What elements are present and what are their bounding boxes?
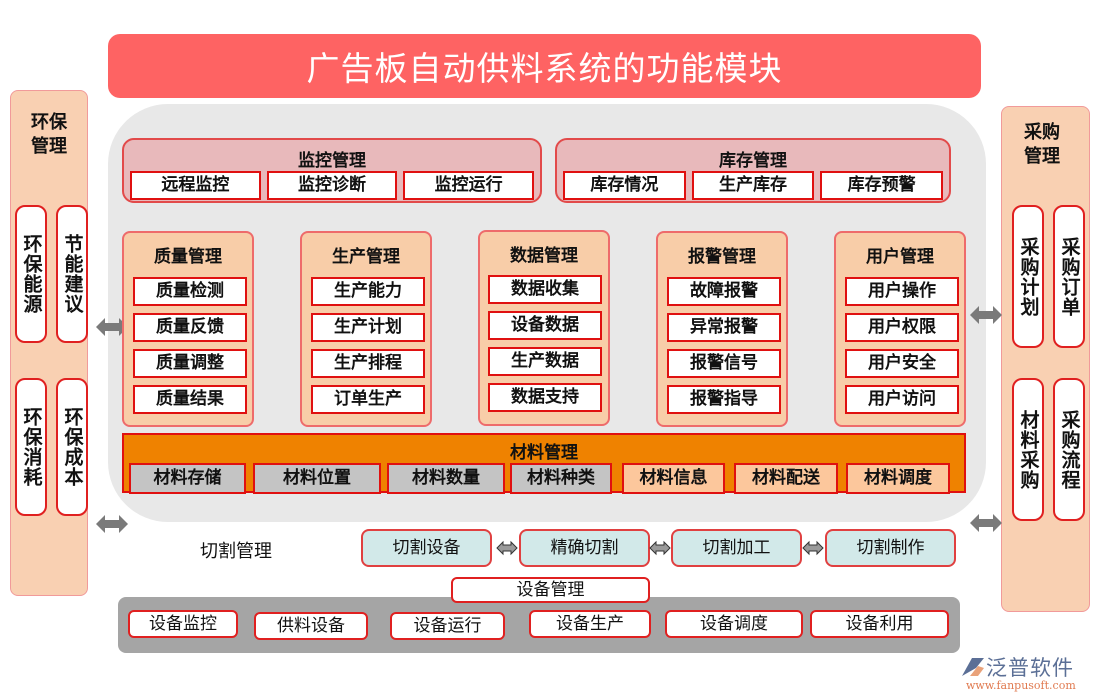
quality-item-inspection[interactable]: 质量检测 [133, 277, 247, 306]
production-management-title: 生产管理 [332, 247, 400, 267]
material-item-delivery[interactable]: 材料配送 [734, 463, 838, 494]
alarm-management-title: 报警管理 [688, 247, 756, 267]
purchase-item-flow[interactable]: 采购流程 [1053, 378, 1085, 521]
purchase-management-title: 采购管理 [1024, 122, 1060, 167]
inventory-management-group: 库存管理 库存情况 生产库存 库存预警 [555, 138, 951, 203]
quality-item-result[interactable]: 质量结果 [133, 385, 247, 414]
env-item-cost[interactable]: 环保成本 [56, 378, 88, 516]
data-item-collection[interactable]: 数据收集 [488, 275, 602, 304]
monitor-item-diagnosis[interactable]: 监控诊断 [266, 171, 398, 200]
cutting-item-processing[interactable]: 切割加工 [671, 529, 802, 567]
production-item-schedule[interactable]: 生产排程 [311, 349, 425, 378]
material-item-type[interactable]: 材料种类 [510, 463, 612, 494]
fanpu-logo-icon [962, 658, 984, 676]
fanpu-logo-name: 泛普软件 [986, 656, 1074, 680]
material-management-bar: 材料管理 材料存储 材料位置 材料数量 材料种类 材料信息 材料配送 材料调度 [122, 433, 966, 494]
monitor-item-remote[interactable]: 远程监控 [130, 171, 261, 200]
user-item-permission[interactable]: 用户权限 [845, 313, 959, 342]
double-arrow-icon [970, 514, 1002, 532]
alarm-item-guidance[interactable]: 报警指导 [667, 385, 781, 414]
data-management-title: 数据管理 [510, 246, 578, 266]
cutting-item-making[interactable]: 切割制作 [825, 529, 956, 567]
diagram-title: 广告板自动供料系统的功能模块 [108, 34, 981, 98]
inventory-item-status[interactable]: 库存情况 [563, 171, 686, 200]
env-item-consumption[interactable]: 环保消耗 [15, 378, 47, 516]
material-item-location[interactable]: 材料位置 [253, 463, 381, 494]
env-item-saving[interactable]: 节能建议 [56, 205, 88, 343]
material-item-storage[interactable]: 材料存储 [129, 463, 246, 494]
production-management-module: 生产管理 生产能力 生产计划 生产排程 订单生产 [300, 231, 432, 427]
cutting-item-equipment[interactable]: 切割设备 [361, 529, 492, 567]
material-item-info[interactable]: 材料信息 [622, 463, 725, 494]
purchase-item-plan[interactable]: 采购计划 [1012, 205, 1044, 348]
purchase-management-panel: 采购管理 [1001, 106, 1090, 612]
alarm-management-module: 报警管理 故障报警 异常报警 报警信号 报警指导 [656, 231, 788, 427]
alarm-item-abnormal[interactable]: 异常报警 [667, 313, 781, 342]
env-management-panel: 环保管理 [10, 90, 88, 596]
equipment-item-utilization[interactable]: 设备利用 [810, 610, 949, 638]
purchase-item-order[interactable]: 采购订单 [1053, 205, 1085, 348]
fanpu-logo-url: www.fanpusoft.com [966, 679, 1076, 692]
user-management-title: 用户管理 [866, 247, 934, 267]
double-arrow-icon [96, 515, 128, 533]
material-management-title: 材料管理 [510, 443, 578, 463]
double-arrow-icon [970, 306, 1002, 324]
double-arrow-icon [496, 540, 518, 556]
data-item-support[interactable]: 数据支持 [488, 383, 602, 412]
alarm-item-signal[interactable]: 报警信号 [667, 349, 781, 378]
user-item-operation[interactable]: 用户操作 [845, 277, 959, 306]
equipment-item-feeding[interactable]: 供料设备 [254, 612, 368, 640]
fanpu-logo: 泛普软件 www.fanpusoft.com [960, 652, 1090, 692]
equipment-item-monitor[interactable]: 设备监控 [128, 610, 238, 638]
production-item-order[interactable]: 订单生产 [311, 385, 425, 414]
production-item-plan[interactable]: 生产计划 [311, 313, 425, 342]
inventory-item-warning[interactable]: 库存预警 [820, 171, 944, 200]
material-item-quantity[interactable]: 材料数量 [387, 463, 505, 494]
double-arrow-icon [96, 318, 128, 336]
quality-management-title: 质量管理 [154, 247, 222, 267]
quality-management-module: 质量管理 质量检测 质量反馈 质量调整 质量结果 [122, 231, 254, 427]
equipment-item-production[interactable]: 设备生产 [529, 610, 651, 638]
quality-item-adjustment[interactable]: 质量调整 [133, 349, 247, 378]
material-item-dispatch[interactable]: 材料调度 [846, 463, 950, 494]
equipment-item-dispatch[interactable]: 设备调度 [665, 610, 803, 638]
purchase-item-material[interactable]: 材料采购 [1012, 378, 1044, 521]
env-item-energy[interactable]: 环保能源 [15, 205, 47, 343]
equipment-item-operation[interactable]: 设备运行 [390, 612, 505, 640]
equipment-management-title: 设备管理 [451, 577, 650, 603]
monitor-management-group: 监控管理 远程监控 监控诊断 监控运行 [122, 138, 542, 203]
user-item-security[interactable]: 用户安全 [845, 349, 959, 378]
production-item-capacity[interactable]: 生产能力 [311, 277, 425, 306]
cutting-item-precision[interactable]: 精确切割 [519, 529, 650, 567]
data-management-module: 数据管理 数据收集 设备数据 生产数据 数据支持 [478, 230, 610, 426]
user-item-access[interactable]: 用户访问 [845, 385, 959, 414]
monitor-management-title: 监控管理 [298, 151, 366, 171]
monitor-item-operation[interactable]: 监控运行 [403, 171, 535, 200]
inventory-management-title: 库存管理 [719, 151, 787, 171]
quality-item-feedback[interactable]: 质量反馈 [133, 313, 247, 342]
user-management-module: 用户管理 用户操作 用户权限 用户安全 用户访问 [834, 231, 966, 427]
alarm-item-fault[interactable]: 故障报警 [667, 277, 781, 306]
cutting-management-title: 切割管理 [200, 541, 272, 562]
data-item-equipment[interactable]: 设备数据 [488, 311, 602, 340]
env-management-title: 环保管理 [31, 112, 67, 157]
double-arrow-icon [802, 540, 824, 556]
data-item-production[interactable]: 生产数据 [488, 347, 602, 376]
double-arrow-icon [649, 540, 671, 556]
inventory-item-production[interactable]: 生产库存 [691, 171, 815, 200]
